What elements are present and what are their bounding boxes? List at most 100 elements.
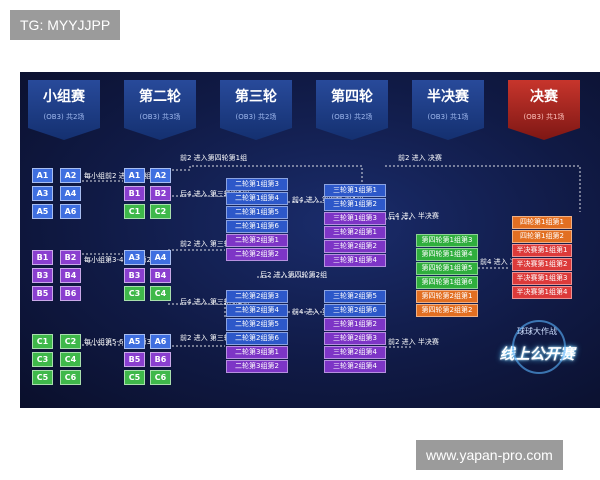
header-round-four: 第四轮 (OB3) 共2场	[316, 80, 388, 140]
round3-slot: 二轮第1组第5	[226, 206, 288, 219]
logo-ring	[512, 320, 566, 374]
connector-lines	[82, 165, 581, 348]
round2-note: 前2 进入第四轮第1组	[180, 154, 248, 162]
header-round-three: 第三轮 (OB3) 共2场	[220, 80, 292, 140]
header-round-two: 第二轮 (OB3) 共3场	[124, 80, 196, 140]
final-slot: 半决赛第1组第3	[512, 272, 572, 285]
round4-slot: 三轮第1组第3	[324, 212, 386, 225]
round2-slot: C2	[150, 204, 171, 219]
round3-note: 后2 进入第四轮第2组	[260, 271, 328, 279]
group-a-note: 每小组前2 进入第1组	[84, 172, 152, 180]
round3-slot: 二轮第1组第6	[226, 220, 288, 233]
header-subtitle: (OB3) 共3场	[139, 113, 181, 121]
round2-slot: C5	[124, 370, 145, 385]
final-slot: 四轮第1组第1	[512, 216, 572, 229]
round4-slot: 三轮第2组第4	[324, 346, 386, 359]
round4-note: 后4 进入 半决赛	[388, 212, 439, 220]
round2-slot: A5	[124, 334, 145, 349]
team-slot-c5: C5	[32, 370, 53, 385]
final-slot: 半决赛第1组第4	[512, 286, 572, 299]
header-title: 半决赛	[427, 89, 469, 105]
round4-slot: 三轮第1组第4	[324, 254, 386, 267]
header-semifinal: 半决赛 (OB3) 共1场	[412, 80, 484, 140]
round4-slot: 三轮第2组第6	[324, 304, 386, 317]
header-subtitle: (OB3) 共1场	[523, 113, 565, 121]
semifinal-slot: 第四轮第2组第2	[416, 304, 478, 317]
round4-slot: 三轮第2组第4	[324, 360, 386, 373]
semifinal-slot: 第四轮第2组第1	[416, 290, 478, 303]
round3-slot: 二轮第2组第5	[226, 318, 288, 331]
round2-slot: A1	[124, 168, 145, 183]
header-title: 第四轮	[331, 89, 373, 105]
round4-slot: 三轮第2组第5	[324, 290, 386, 303]
team-slot-a2: A2	[60, 168, 81, 183]
semifinal-slot: 第四轮第1组第5	[416, 262, 478, 275]
round2-note: 后4 进入 第三轮第2组	[180, 298, 250, 306]
round2-note: 前2 进入 第三轮第2组	[180, 334, 250, 342]
group-b-note: 每小组第3-4 进入第2组	[84, 256, 159, 264]
team-slot-a6: A6	[60, 204, 81, 219]
round3-slot: 二轮第2组第6	[226, 332, 288, 345]
round4-slot: 三轮第2组第2	[324, 240, 386, 253]
round4-note: 前2 进入 半决赛	[388, 338, 439, 346]
round2-slot: B2	[150, 186, 171, 201]
round2-slot: C1	[124, 204, 145, 219]
round2-slot: B5	[124, 352, 145, 367]
header-title: 第三轮	[235, 89, 277, 105]
team-slot-c2: C2	[60, 334, 81, 349]
team-slot-c4: C4	[60, 352, 81, 367]
event-logo: 球球大作战 线上公开赛	[482, 320, 592, 390]
round2-slot: A4	[150, 250, 171, 265]
header-title: 第二轮	[139, 89, 181, 105]
semifinal-slot: 第四轮第1组第3	[416, 234, 478, 247]
round4-slot: 三轮第2组第3	[324, 332, 386, 345]
header-title: 小组赛	[43, 89, 85, 105]
final-slot: 半决赛第1组第2	[512, 258, 572, 271]
round2-slot: A2	[150, 168, 171, 183]
tournament-bracket-board: 小组赛 (OB3) 共2场 第二轮 (OB3) 共3场 第三轮 (OB3) 共2…	[20, 72, 600, 408]
team-slot-c3: C3	[32, 352, 53, 367]
round2-slot: B6	[150, 352, 171, 367]
round2-slot: B1	[124, 186, 145, 201]
round3-slot: 二轮第1组第4	[226, 192, 288, 205]
team-slot-b1: B1	[32, 250, 53, 265]
team-slot-b5: B5	[32, 286, 53, 301]
round4-slot: 三轮第1组第1	[324, 184, 386, 197]
header-group-stage: 小组赛 (OB3) 共2场	[28, 80, 100, 140]
round3-slot: 二轮第3组第2	[226, 360, 288, 373]
round2-slot: B4	[150, 268, 171, 283]
round4-note: 前2 进入 决赛	[398, 154, 442, 162]
round2-slot: A6	[150, 334, 171, 349]
round4-slot: 三轮第2组第1	[324, 226, 386, 239]
team-slot-b6: B6	[60, 286, 81, 301]
watermark-top-left: TG: MYYJJPP	[10, 10, 121, 40]
semifinal-slot: 第四轮第1组第4	[416, 248, 478, 261]
round3-slot: 二轮第1组第3	[226, 178, 288, 191]
team-slot-b3: B3	[32, 268, 53, 283]
team-slot-b2: B2	[60, 250, 81, 265]
round2-slot: C4	[150, 286, 171, 301]
final-slot: 四轮第1组第2	[512, 230, 572, 243]
team-slot-a3: A3	[32, 186, 53, 201]
team-slot-a1: A1	[32, 168, 53, 183]
watermark-bottom-right: www.yapan-pro.com	[416, 440, 563, 470]
team-slot-a4: A4	[60, 186, 81, 201]
group-c-note: 每小组第5-6 进入第3组	[84, 338, 159, 346]
header-final: 决赛 (OB3) 共1场	[508, 80, 580, 140]
semifinal-note: 前4 进入 决赛	[480, 258, 524, 266]
team-slot-a5: A5	[32, 204, 53, 219]
round3-slot: 二轮第2组第3	[226, 290, 288, 303]
round3-slot: 二轮第2组第2	[226, 248, 288, 261]
team-slot-c6: C6	[60, 370, 81, 385]
final-slot: 半决赛第1组第1	[512, 244, 572, 257]
team-slot-b4: B4	[60, 268, 81, 283]
round2-slot: C3	[124, 286, 145, 301]
header-subtitle: (OB3) 共1场	[427, 113, 469, 121]
team-slot-c1: C1	[32, 334, 53, 349]
header-subtitle: (OB3) 共2场	[43, 113, 85, 121]
header-subtitle: (OB3) 共2场	[331, 113, 373, 121]
round4-slot: 三轮第1组第2	[324, 318, 386, 331]
round2-slot: C6	[150, 370, 171, 385]
header-subtitle: (OB3) 共2场	[235, 113, 277, 121]
round2-note: 前2 进入 第三轮第1组	[180, 240, 250, 248]
